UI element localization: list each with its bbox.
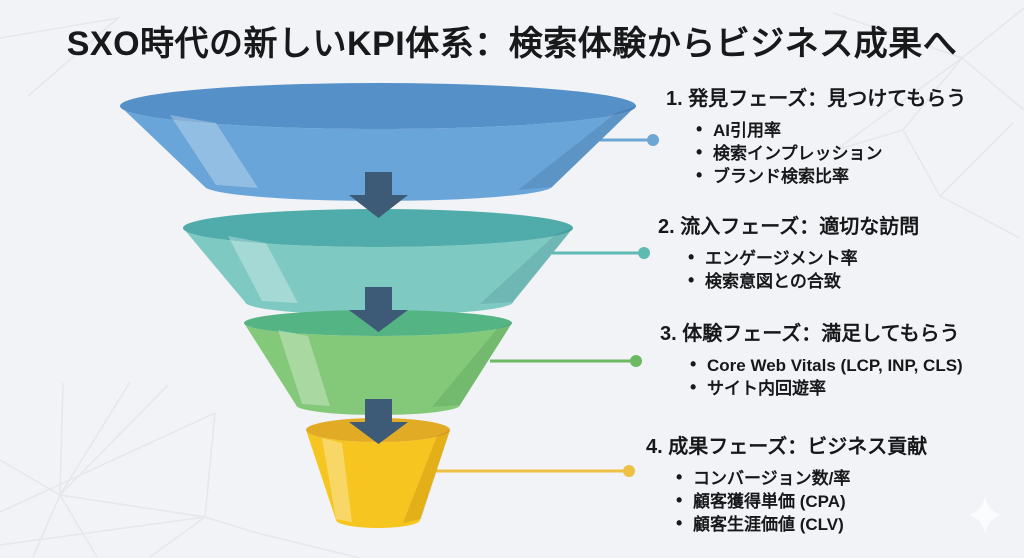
shade-facet [403, 430, 450, 523]
sparkle-icon [969, 497, 1001, 533]
connector-dot [630, 355, 642, 367]
phase-heading: 1. 発見フェーズ：見つけてもらう [666, 88, 967, 110]
kpi-bullet-list: コンバージョン数/率顧客獲得単価 (CPA)顧客生涯価値 (CLV) [676, 466, 927, 536]
shade-facet [480, 228, 573, 304]
stage-top-ellipse [183, 209, 573, 247]
connector-stage-4 [428, 465, 635, 477]
highlight-facet [322, 438, 352, 522]
page-title: SXO時代の新しいKPI体系：検索体験からビジネス成果へ [66, 25, 958, 63]
kpi-bullet-item: 検索意図との合致 [688, 269, 919, 293]
funnel-stage-2 [183, 209, 573, 315]
stage-front-face [183, 228, 573, 315]
phase-heading: 2. 流入フェーズ：適切な訪問 [658, 216, 920, 238]
kpi-bullet-item: 顧客生涯価値 (CLV) [676, 512, 927, 536]
kpi-bullet-item: 顧客獲得単価 (CPA) [676, 489, 927, 513]
shade-facet [432, 323, 512, 407]
kpi-bullet-item: エンゲージメント率 [688, 246, 919, 270]
stage-front-face [120, 106, 636, 201]
connector-stage-2 [548, 247, 650, 259]
kpi-bullet-item: Core Web Vitals (LCP, INP, CLS) [690, 353, 963, 377]
kpi-bullet-item: AI引用率 [696, 118, 966, 142]
connector-dot [638, 247, 650, 259]
down-arrow-icon [349, 172, 408, 218]
kpi-bullet-item: ブランド検索比率 [696, 164, 966, 188]
stage-top-ellipse [120, 83, 636, 129]
kpi-bullet-item: 検索インプレッション [696, 141, 966, 165]
phase-section-2: 2. 流入フェーズ：適切な訪問 エンゲージメント率検索意図との合致 [658, 215, 919, 293]
shade-facet [518, 106, 636, 190]
kpi-bullet-list: エンゲージメント率検索意図との合致 [688, 246, 919, 293]
kpi-bullet-list: AI引用率検索インプレッションブランド検索比率 [696, 118, 966, 188]
phase-section-1: 1. 発見フェーズ：見つけてもらう AI引用率検索インプレッションブランド検索比… [666, 87, 966, 188]
kpi-bullet-item: サイト内回遊率 [690, 376, 963, 400]
connector-dot [647, 134, 659, 146]
funnel-stage-1 [120, 83, 636, 201]
stage-front-face [244, 323, 512, 415]
highlight-facet [278, 330, 330, 406]
kpi-bullet-item: コンバージョン数/率 [676, 466, 927, 490]
connector-dot [623, 465, 635, 477]
kpi-bullet-list: Core Web Vitals (LCP, INP, CLS)サイト内回遊率 [690, 353, 963, 400]
down-arrow-icon [349, 287, 408, 332]
stage-front-face [306, 430, 450, 528]
funnel-stage-3 [244, 310, 512, 415]
phase-section-4: 4. 成果フェーズ：ビジネス貢献 コンバージョン数/率顧客獲得単価 (CPA)顧… [646, 435, 927, 536]
down-arrow-icon [349, 399, 408, 444]
highlight-facet [228, 236, 298, 303]
connector-stage-1 [597, 134, 659, 146]
phase-heading: 4. 成果フェーズ：ビジネス貢献 [646, 436, 928, 458]
connector-stage-3 [490, 355, 642, 367]
highlight-facet [170, 115, 258, 188]
phase-heading: 3. 体験フェーズ：満足してもらう [660, 323, 960, 345]
phase-section-3: 3. 体験フェーズ：満足してもらう Core Web Vitals (LCP, … [660, 322, 963, 400]
